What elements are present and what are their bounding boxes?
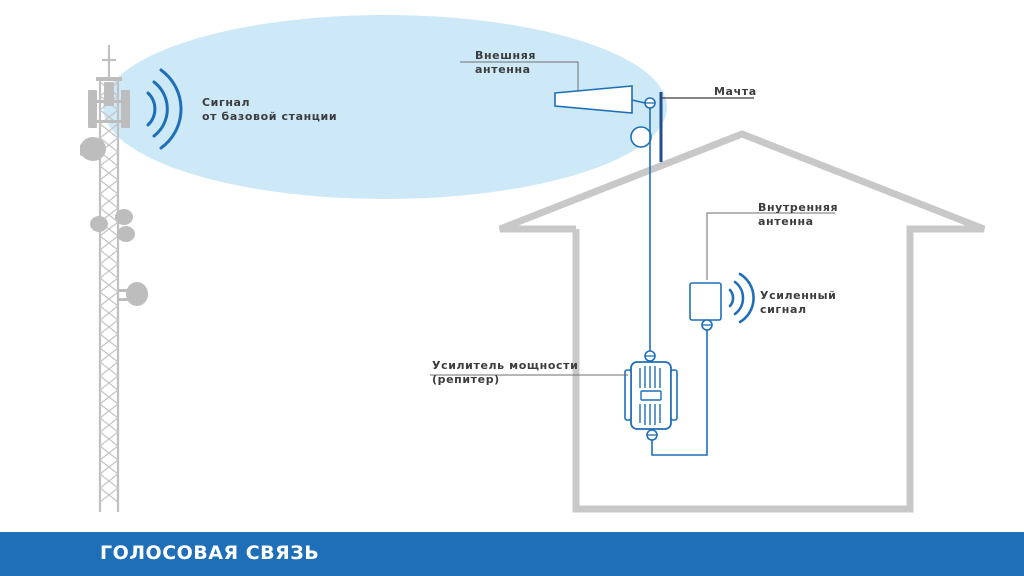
indoor-antenna-label: Внутренняя антенна	[758, 201, 838, 229]
tower-brace	[99, 291, 119, 307]
amplified-signal-label-line2: сигнал	[760, 303, 807, 316]
tower-brace	[99, 123, 119, 139]
outdoor-antenna-label-line1: Внешняя	[475, 49, 537, 62]
mast-label-text: Мачта	[714, 85, 757, 98]
mast-label: Мачта	[714, 85, 757, 99]
tower-brace	[99, 249, 119, 265]
cell-tower-icon	[80, 45, 148, 512]
footer-title: ГОЛОСОВАЯ СВЯЗЬ	[100, 542, 320, 564]
indoor-antenna-icon	[689, 212, 835, 331]
tower-brace	[99, 333, 119, 349]
coverage-area	[103, 15, 667, 199]
base-signal-label: Сигнал от базовой станции	[202, 96, 337, 124]
indoor-antenna-label-line1: Внутренняя	[758, 201, 839, 214]
amplified-signal-label: Усиленный сигнал	[760, 289, 836, 317]
tower-brace	[99, 361, 119, 377]
tower-brace	[99, 473, 119, 489]
outdoor-antenna-label: Внешняя антенна	[475, 49, 536, 77]
tower-brace	[99, 375, 119, 391]
outdoor-antenna-icon	[460, 61, 656, 148]
base-signal-label-line1: Сигнал	[202, 96, 251, 109]
amplified-signal-label-line1: Усиленный	[760, 289, 837, 302]
indoor-cable	[651, 330, 708, 456]
tower-brace	[99, 263, 119, 279]
repeater-label-line2: (репитер)	[432, 373, 500, 386]
repeater-label: Усилитель мощности (репитер)	[432, 359, 578, 387]
tower-brace	[99, 151, 119, 167]
tower-brace	[99, 487, 119, 503]
indoor-antenna-label-line2: антенна	[758, 215, 814, 228]
tower-brace	[99, 221, 119, 237]
tower-brace	[99, 347, 119, 363]
tower-brace	[99, 431, 119, 447]
house-outline	[498, 130, 986, 513]
mast	[659, 92, 754, 162]
base-signal-waves-icon	[146, 68, 183, 150]
outdoor-antenna-label-line2: антенна	[475, 63, 531, 76]
footer-banner: ГОЛОСОВАЯ СВЯЗЬ	[0, 532, 1024, 576]
tower-brace	[99, 389, 119, 405]
tower-brace	[99, 235, 119, 251]
repeater-label-line1: Усилитель мощности	[432, 359, 579, 372]
base-signal-label-line2: от базовой станции	[202, 110, 338, 123]
tower-brace	[99, 319, 119, 335]
tower-brace	[99, 165, 119, 181]
tower-brace	[99, 193, 119, 209]
tower-brace	[99, 403, 119, 419]
tower-brace	[99, 179, 119, 195]
tower-brace	[99, 459, 119, 475]
amplified-signal-waves-icon	[728, 272, 755, 324]
tower-brace	[99, 305, 119, 321]
tower-brace	[99, 277, 119, 293]
tower-brace	[99, 445, 119, 461]
tower-brace	[99, 417, 119, 433]
repeater-amplifier-icon	[430, 350, 678, 441]
